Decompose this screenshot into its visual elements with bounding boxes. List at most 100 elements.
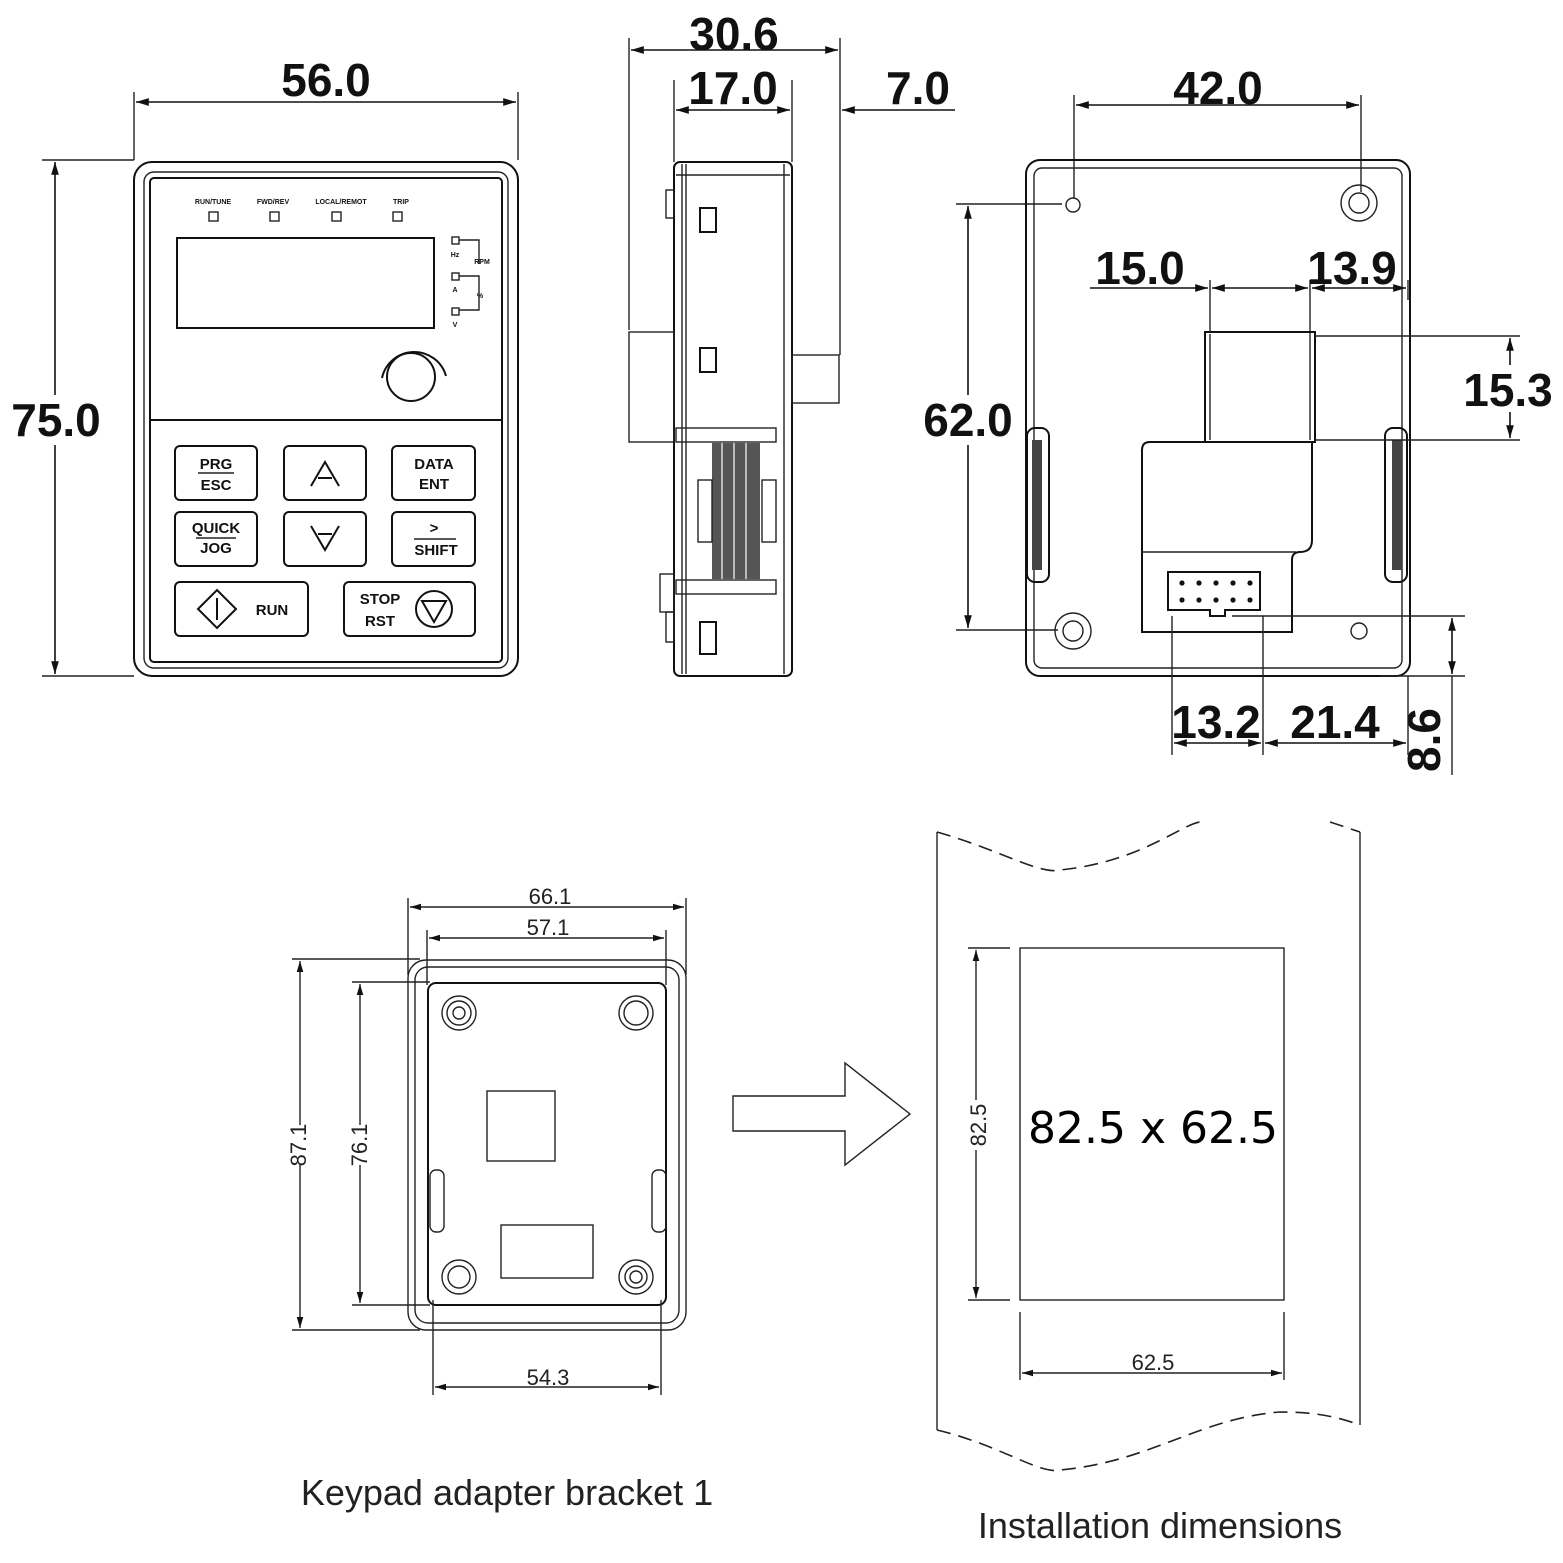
bracket-latch-left [429,1169,445,1233]
cable-clamp-top [675,427,777,443]
panel-break-top [936,821,1361,872]
dim-cutout-height: 82.5 [966,1104,991,1147]
unit-indicators: Hz A V RPM % [451,236,490,329]
down-key[interactable] [283,511,367,567]
shift-key[interactable]: > SHIFT [391,511,476,567]
led-v [451,307,460,316]
back-inner-edge [1033,167,1403,669]
side-slot [699,621,717,655]
installation-caption: Installation dimensions [978,1505,1342,1546]
bracket-frame-inner [414,966,680,1324]
right-arrow-icon [732,1061,912,1167]
bracket-square-cutout [486,1090,556,1162]
bracket-boss [618,995,654,1031]
key-esc-label: ESC [201,477,232,494]
bracket-boss [441,1259,477,1295]
side-body [673,161,793,677]
indicator-label-run: RUN/TUNE [195,199,231,206]
unit-v: V [453,322,458,329]
side-view: 30.6 17.0 7.0 [628,8,955,677]
unit-hz: Hz [451,252,460,259]
key-jog-label: JOG [200,540,232,557]
stop-triangle-icon [420,600,448,625]
stop-rst-key[interactable]: STOP RST [343,581,476,637]
dim-bracket-outer-width: 66.1 [529,884,572,909]
up-key[interactable] [283,445,367,501]
unit-bracket [459,239,480,311]
key-rst-label: RST [365,613,395,630]
side-clip [665,189,675,219]
latch-slot [1032,440,1042,570]
dim-bracket-bottom-width: 54.3 [527,1365,570,1390]
dim-back-connector-right: 21.4 [1290,696,1380,748]
connector-plate [1141,441,1313,633]
data-ent-key[interactable]: DATA ENT [391,445,476,501]
dim-side-body: 17.0 [688,62,778,114]
unit-rpm: RPM [474,259,490,266]
panel-break-bottom [936,1411,1361,1472]
led-fwd [269,211,280,222]
led-trip [392,211,403,222]
dim-back-left: 15.0 [1095,242,1185,294]
front-view: 56.0 75.0 RUN/TUNE FWD/REV LOCAL/REMOT T… [11,54,519,677]
indicator-label-trip: TRIP [393,199,409,206]
keypad-body [133,161,519,677]
prg-esc-key[interactable]: PRG ESC [174,445,258,501]
dim-cutout-width: 62.5 [1132,1350,1175,1375]
mount-hole [1062,620,1084,642]
bracket-plate [427,982,667,1306]
cable-latch [761,479,777,543]
dim-back-right: 13.9 [1307,242,1397,294]
dim-back-connector-left: 13.2 [1171,696,1261,748]
bracket-latch-right [651,1169,667,1233]
side-clip [659,573,675,613]
lcd-display [176,237,435,329]
led-a [451,272,460,281]
key-shift-label: SHIFT [414,542,457,559]
up-arrow-icon [310,460,340,487]
front-knob-protrusion [791,354,840,404]
indicator-label-fwd: FWD/REV [257,199,290,206]
run-key[interactable]: RUN [174,581,309,637]
connector-pins [1179,580,1253,603]
key-prg-label: PRG [200,456,233,473]
dim-back-height: 62.0 [923,394,1013,446]
cable-clamp-bottom [675,579,777,595]
cable-window [1204,331,1316,443]
keypad-bezel [143,171,509,669]
potentiometer-knob[interactable] [386,352,436,402]
cable-latch [697,479,713,543]
dim-back-connector-bottom: 8.6 [1398,708,1450,772]
back-view: 42.0 62.0 15.0 13.9 [923,62,1553,775]
unit-a: A [452,287,457,294]
dim-side-protrusion: 7.0 [886,62,950,114]
installation-view: 82.5 x 62.5 82.5 62.5 Installation dimen… [936,821,1361,1546]
quick-jog-key[interactable]: QUICK JOG [174,511,258,567]
mount-hole [1350,622,1368,640]
key-run-label: RUN [256,602,289,619]
key-ent-label: ENT [419,476,449,493]
dim-bracket-outer-height: 87.1 [286,1124,311,1167]
cutout-size-label: 82.5 x 62.5 [1028,1103,1278,1154]
unit-percent: % [477,293,484,300]
key-data-label: DATA [414,456,454,473]
dim-back-window: 15.3 [1463,364,1553,416]
bracket-view: 66.1 57.1 87.1 76.1 54 [286,884,713,1513]
side-slot [699,207,717,233]
indicator-label-local: LOCAL/REMOT [315,199,367,206]
down-arrow-icon [310,525,340,552]
pin-header-connector [1167,571,1261,617]
panel-cutout [1019,947,1285,1301]
led-hz [451,236,460,245]
led-local [331,211,342,222]
bracket-frame-outer [407,959,687,1331]
latch-slot [1392,440,1402,570]
side-latch-left [1026,427,1050,583]
key-shift-arrow: > [430,520,439,537]
bracket-caption: Keypad adapter bracket 1 [301,1472,713,1513]
rear-connector [628,331,675,443]
bracket-boss [618,1259,654,1295]
dim-front-height: 75.0 [11,394,101,446]
knob-arc [381,351,447,379]
